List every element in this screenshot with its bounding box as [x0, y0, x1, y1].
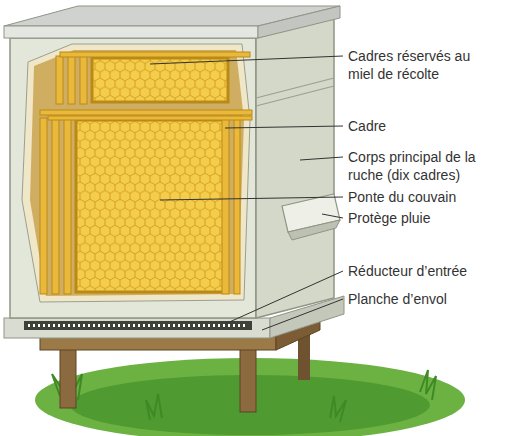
rain-guard-edge [288, 220, 340, 240]
part-label: Corps principal de la ruche (dix cadres) [348, 148, 508, 184]
frame [40, 118, 47, 294]
leader-line [322, 214, 343, 218]
leader-line [150, 56, 343, 64]
part-label: Ponte du couvain [348, 188, 456, 206]
entrance-reducer [24, 321, 252, 330]
frame-top-bar [40, 110, 252, 115]
part-label: Protège pluie [348, 209, 431, 227]
brood-frame [76, 120, 226, 292]
part-label: Cadre [348, 117, 386, 135]
part-label: Cadres réservés au miel de récolte [348, 47, 474, 83]
leader-line [300, 157, 343, 160]
part-label: Réducteur d’entrée [348, 262, 467, 280]
hive-front [10, 38, 256, 318]
hive-interior [30, 50, 244, 296]
bottom-board [4, 318, 270, 338]
box-seam [256, 78, 334, 106]
frame-top-bar [60, 52, 250, 57]
frame-top-bar [48, 116, 252, 120]
frame [56, 56, 63, 104]
roof-side [258, 6, 340, 38]
frame [64, 118, 71, 294]
honey-frame [92, 58, 228, 102]
hive-side [256, 18, 334, 318]
roof-front [4, 26, 258, 38]
leader-line [225, 126, 343, 128]
leader-line [262, 299, 343, 330]
entrance-holes [28, 324, 248, 327]
frame [234, 112, 240, 294]
part-label: Planche d’envol [348, 290, 447, 308]
frame [222, 114, 229, 294]
frame [68, 56, 75, 104]
cutaway-edge [22, 44, 250, 302]
frame [52, 118, 59, 294]
frame [80, 56, 87, 104]
leader-line [160, 197, 343, 200]
leader-line [225, 271, 343, 324]
